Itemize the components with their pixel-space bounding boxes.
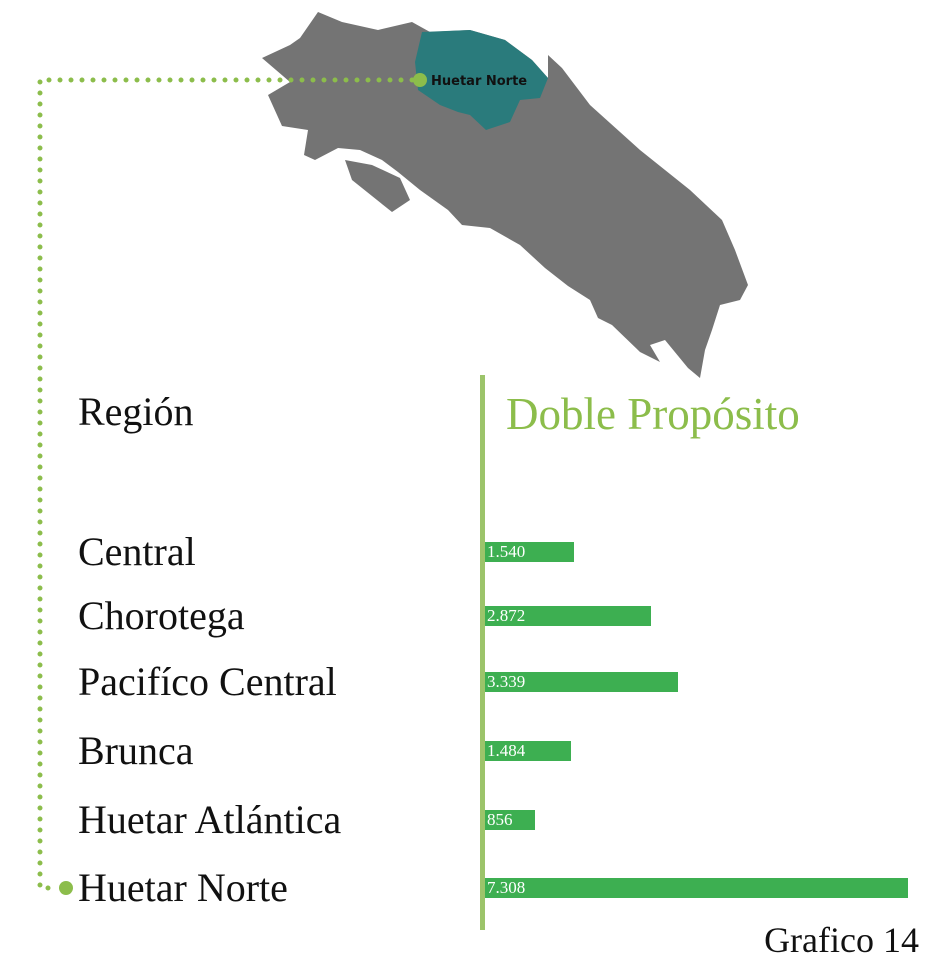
bar-value-label: 7.308 [487, 878, 526, 897]
bar-value-label: 1.484 [487, 741, 526, 760]
bar [485, 542, 575, 562]
bar-value-label: 3.339 [487, 672, 526, 691]
huetar-norte-marker [413, 73, 427, 87]
bar-value-label: 2.872 [487, 606, 526, 625]
bar [485, 741, 571, 761]
region-column-header: Región [78, 389, 194, 434]
value-axis-line [480, 375, 485, 930]
chart-number: Grafico 14 [764, 920, 919, 960]
bar [485, 878, 908, 898]
category-label: Chorotega [78, 593, 245, 638]
bar [485, 606, 652, 626]
bar-value-label: 856 [487, 810, 513, 829]
huetar-norte-map-label: Huetar Norte [431, 74, 527, 89]
category-label: Huetar Norte [78, 865, 288, 910]
category-label: Pacifíco Central [78, 659, 337, 704]
series-title: Doble Propósito [506, 389, 800, 439]
category-label: Central [78, 529, 196, 574]
costa-rica-map: Huetar Norte [262, 12, 748, 378]
category-label: Huetar Atlántica [78, 797, 342, 842]
huetar-norte-region [415, 30, 548, 130]
leader-end-dot [59, 881, 73, 895]
bar-value-label: 1.540 [487, 542, 526, 561]
bar [485, 810, 535, 830]
bar [485, 672, 679, 692]
category-label: Brunca [78, 728, 194, 773]
